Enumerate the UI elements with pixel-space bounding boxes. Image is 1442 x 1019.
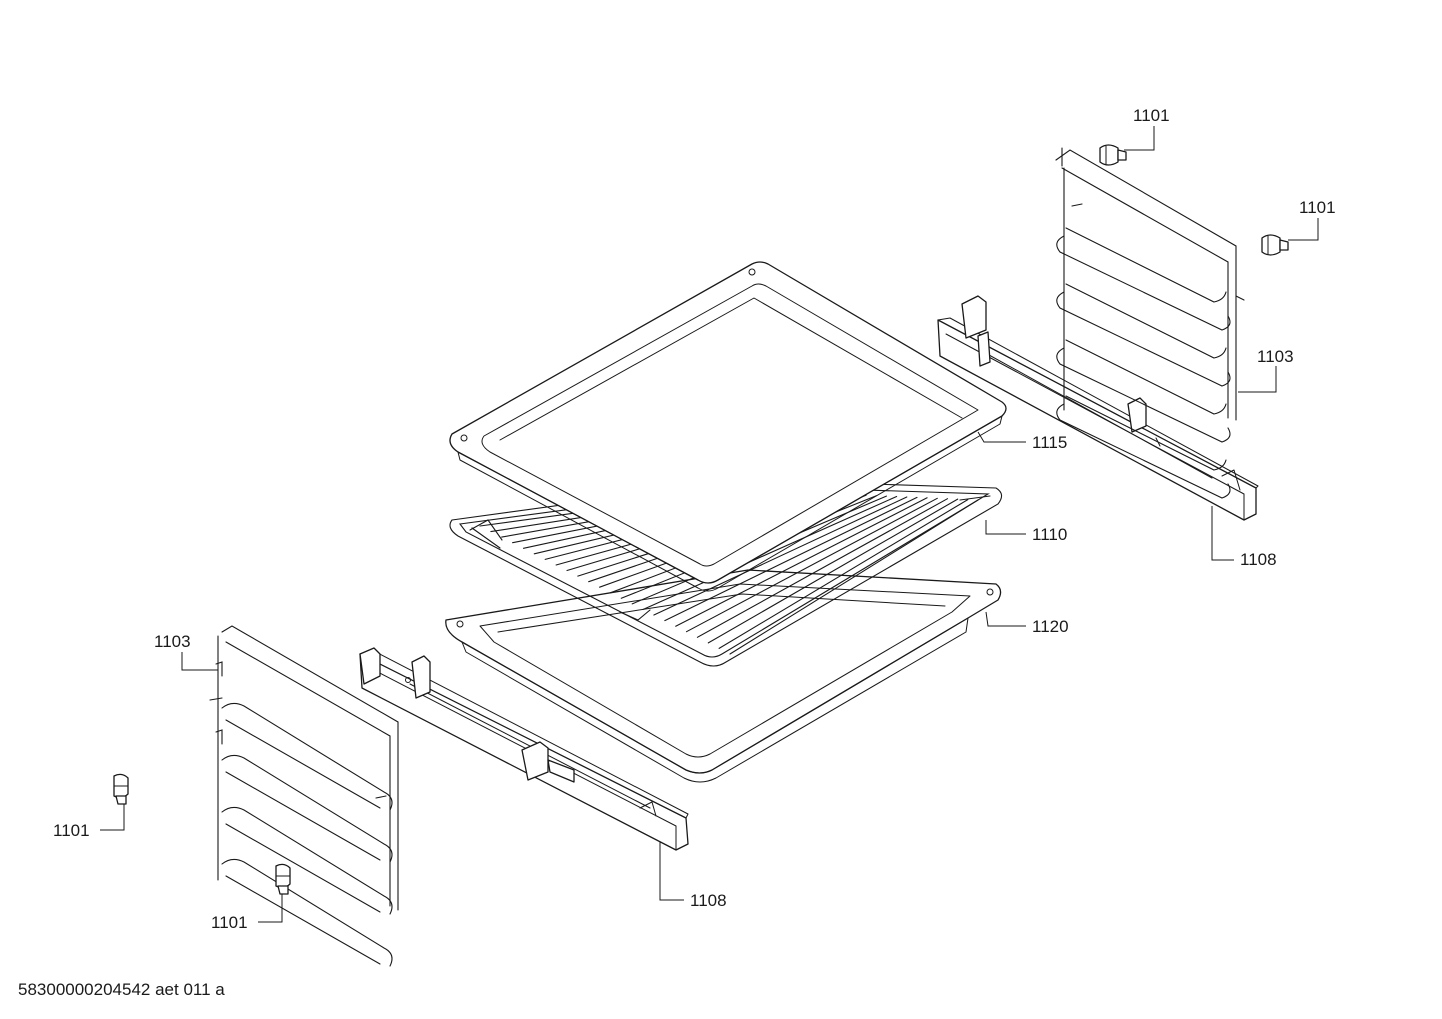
shelf-bar	[653, 496, 908, 616]
part-1103-right-shelf-support[interactable]	[1055, 147, 1245, 499]
part-1115-baking-tray[interactable]	[449, 261, 1007, 592]
callout-1115: 1115	[1032, 433, 1067, 452]
shelf-bar	[729, 499, 979, 655]
shelf-stop	[469, 519, 503, 541]
part-1101-clip-left[interactable]	[113, 773, 129, 805]
shelf-stop	[619, 609, 651, 621]
callout-1108-right: 1108	[1240, 550, 1277, 569]
leader-lines	[100, 126, 1319, 923]
support-rung	[221, 806, 393, 915]
callout-1101-right: 1101	[1299, 198, 1336, 217]
support-rung	[1056, 395, 1231, 499]
callout-labels: 1101 1101 1103 1115 1110 1108 1120 1103 …	[53, 106, 1336, 932]
shelf-bar	[718, 499, 969, 649]
part-1108-right-telescopic-rail[interactable]	[937, 295, 1259, 521]
support-rung	[221, 858, 393, 967]
shelf-bar	[664, 496, 918, 622]
callout-1101-left: 1101	[53, 821, 90, 840]
callout-1108-bottom: 1108	[690, 891, 727, 910]
support-rung	[221, 754, 393, 863]
document-id: 58300000204542 aet 011 a	[18, 980, 225, 999]
callout-1103-right: 1103	[1257, 347, 1294, 366]
support-rung	[1056, 283, 1231, 387]
part-1120-universal-pan[interactable]	[445, 569, 1002, 783]
callout-1103-left: 1103	[154, 632, 191, 651]
callout-1110: 1110	[1032, 525, 1067, 544]
callout-1101-top: 1101	[1133, 106, 1170, 125]
part-1101-clip-right[interactable]	[1261, 234, 1289, 256]
support-rung	[221, 702, 393, 811]
shelf-bar	[675, 497, 928, 627]
part-1108-left-telescopic-rail[interactable]	[359, 647, 689, 851]
support-rung	[1056, 339, 1231, 443]
part-1103-left-shelf-support[interactable]	[209, 625, 399, 967]
callout-1101-bottom: 1101	[211, 913, 248, 932]
part-1101-clip-bottom[interactable]	[275, 863, 291, 895]
support-rung	[1056, 227, 1231, 331]
shelf-bar	[696, 498, 949, 638]
part-1101-clip-top[interactable]	[1099, 144, 1127, 166]
right-support-rungs	[1056, 227, 1231, 499]
shelf-bar	[685, 497, 938, 633]
left-support-rungs	[221, 702, 393, 967]
shelf-bar	[642, 495, 898, 611]
callout-1120: 1120	[1032, 617, 1069, 636]
shelf-bar	[707, 498, 959, 644]
